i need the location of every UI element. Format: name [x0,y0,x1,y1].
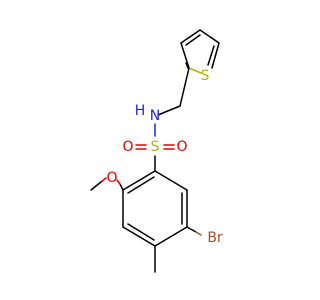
bond-methoxy-o-part [116,179,121,185]
atom-amine-nitrogen: N [150,108,160,124]
bond-c2-c1-double [185,62,189,69]
bond-c2-ch2 [179,67,190,107]
benzene-ring [122,170,188,247]
bond-ring-methoxy-o [119,183,124,191]
structure-canvas: S H N S O O O Br [90,29,223,273]
thiophene-ring [180,29,220,74]
bond-b6-b1 [122,170,156,191]
bond-b1-b2 [154,170,188,191]
bond-b4-b5-double [127,223,155,241]
bond-c3-c4 [180,29,201,44]
bond-c2-c3 [180,42,190,69]
atom-thiophene-sulfur: S [201,68,210,84]
bond-ring-br [186,226,197,233]
bond-b3-b4 [154,226,188,247]
bond-c4-c5 [199,29,220,44]
bond-ch2-n [157,105,181,116]
atom-bromine: Br [207,230,223,246]
atom-amine-hydrogen: H [135,103,146,119]
bond-methoxy-ch3 [90,181,102,191]
bond-c3-c4-double [185,34,201,46]
atom-sulfonyl-sulfur: S [151,139,160,155]
bond-b4-b5 [122,226,156,247]
atom-sulfonyl-oxygen-left: O [122,139,133,155]
atom-sulfonyl-oxygen-right: O [176,139,187,155]
atom-methoxy-oxygen: O [106,170,117,186]
bond-methoxy-o-ch3-part [100,177,107,183]
bond-c5-s-double [207,45,215,66]
bond-ring-br-colored [195,231,202,236]
bond-s-c2 [188,67,202,74]
bond-b6-b1-double [127,176,155,194]
bond-c5-s [211,42,220,69]
molecule-diagram: S H N S O O O Br [90,29,223,273]
